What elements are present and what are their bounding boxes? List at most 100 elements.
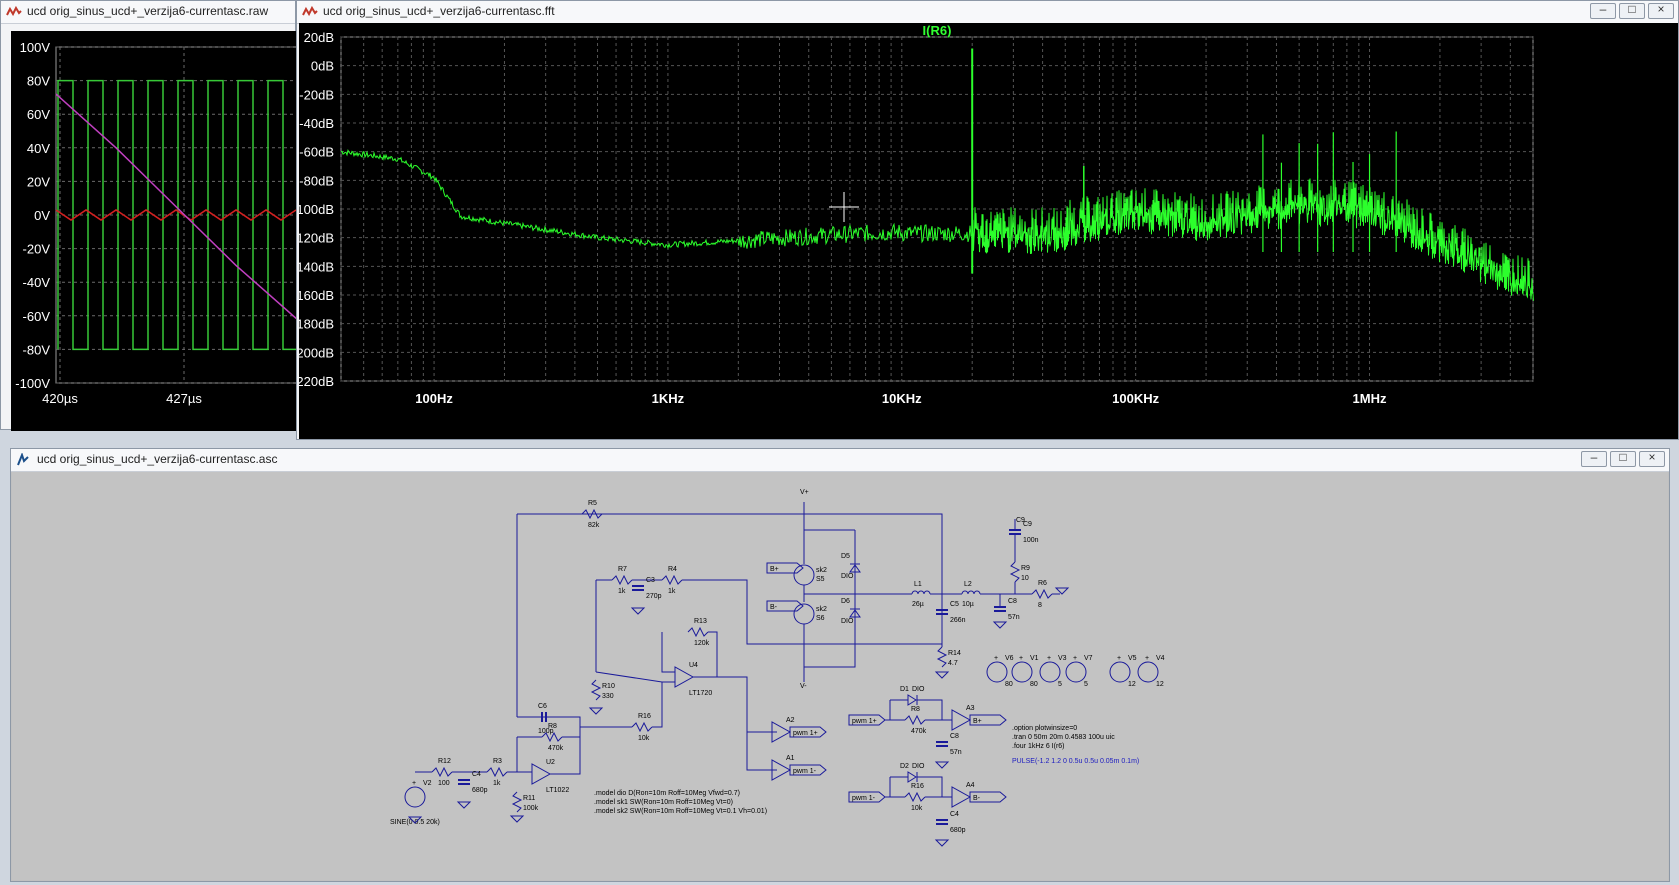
component-value: 470k [911,728,927,735]
component-value: LT1022 [546,787,569,794]
maximize-button[interactable]: □ [1619,2,1645,19]
resistor [486,766,508,778]
spice-directive: .model dio D(Ron=10m Roff=10Meg Vfwd=0.7… [594,790,740,797]
component-value: 80 [1030,681,1038,688]
component-ref: S5 [816,576,825,583]
component-ref: R13 [694,618,707,625]
fft-x-tick-label: 1KHz [652,391,685,406]
fft-plot[interactable]: 20dB0dB-20dB-40dB-60dB-80dB-100dB-120dB-… [292,23,1678,439]
component-ref: R8 [911,706,920,713]
diode [907,771,917,783]
resistor [511,791,523,813]
raw-x-tick-label: 420µs [42,391,78,406]
component-value: sk2 [816,606,827,613]
component-value: 470k [548,745,564,752]
component-value: 1k [493,780,501,787]
fft-y-tick-label: -80dB [299,173,334,188]
raw-y-tick-label: 60V [27,107,50,122]
component-ref: C9 [1023,521,1032,528]
raw-waveform-window[interactable]: ucd orig_sinus_ucd+_verzija6-currentasc.… [0,0,298,431]
wire [550,737,581,775]
inductor [923,590,931,595]
ground-symbol [992,621,1008,629]
schematic-window-titlebar[interactable]: ucd orig_sinus_ucd+_verzija6-currentasc.… [11,449,1669,472]
fft-window-titlebar[interactable]: ucd orig_sinus_ucd+_verzija6-currentasc.… [297,1,1678,24]
net-flag [969,714,1007,726]
raw-ramp-trace [55,93,298,320]
fft-y-tick-label: -60dB [299,145,334,160]
raw-y-tick-label: 20V [27,174,50,189]
fft-y-tick-label: -100dB [299,202,334,217]
component-ref: A3 [966,705,975,712]
component-value: 330 [602,693,614,700]
close-button[interactable]: × [1648,2,1674,19]
fft-y-tick-label: -120dB [299,231,334,246]
raw-plot[interactable]: 100V80V60V40V20V0V-20V-40V-60V-80V-100V4… [11,31,298,431]
component-ref: R12 [438,758,451,765]
component-ref: V3 [1058,655,1067,662]
switch [793,564,815,586]
component-ref: C9 [1016,517,1025,524]
raw-square-trace [57,79,297,351]
minimize-button[interactable]: – [1581,450,1607,467]
inductor [967,590,975,595]
component-value: 10 [1021,575,1029,582]
maximize-button[interactable]: □ [1610,450,1636,467]
component-ref: R16 [638,713,651,720]
comparator [951,786,972,808]
ground-symbol [934,671,950,679]
component-value: 10k [911,805,923,812]
comparator [531,763,552,785]
component-ref: R3 [493,758,502,765]
raw-y-tick-label: 100V [20,40,51,55]
resistor [936,646,948,668]
wire [517,716,581,737]
component-value: 10k [638,735,650,742]
fft-plot-frame: 20dB0dB-20dB-40dB-60dB-80dB-100dB-120dB-… [292,23,1678,439]
resistor [1031,588,1053,600]
fft-trace-label: I(R6) [923,23,952,38]
spice-option: .four 1kHz 6 I(r6) [1012,743,1065,750]
diode [849,609,861,618]
raw-y-tick-label: -40V [23,275,51,290]
raw-y-tick-label: -80V [23,342,51,357]
fft-y-tick-label: 20dB [304,30,334,45]
component-value: 10µ [962,601,974,608]
raw-y-tick-label: -20V [23,242,51,257]
source-polarity: + [1073,655,1077,662]
component-value: 100p [538,728,554,735]
minimize-button[interactable]: – [1590,2,1616,19]
component-ref: C8 [1008,598,1017,605]
fft-y-tick-label: -40dB [299,116,334,131]
net-flag [848,791,886,803]
component-value: 80 [1005,681,1013,688]
comparator [674,666,695,688]
net-label: pwm 1- [852,795,876,802]
wire [517,513,943,620]
net-label: B- [770,604,778,611]
voltage-source [1065,661,1087,683]
component-ref: V4 [1156,655,1165,662]
close-button[interactable]: × [1639,450,1665,467]
fft-y-tick-label: -180dB [299,317,334,332]
component-ref: R7 [618,566,627,573]
fft-window[interactable]: ucd orig_sinus_ucd+_verzija6-currentasc.… [292,0,1679,440]
fft-x-tick-label: 1MHz [1353,391,1387,406]
raw-window-title: ucd orig_sinus_ucd+_verzija6-currentasc.… [27,4,269,18]
inductor [911,590,919,595]
resistor [431,766,453,778]
net-label: B+ [770,566,779,573]
fft-y-tick-label: -160dB [299,288,334,303]
net-flag [789,726,827,738]
wire [708,631,718,677]
resistor [904,714,926,726]
schematic-window[interactable]: ucd orig_sinus_ucd+_verzija6-currentasc.… [10,448,1670,882]
waveform-icon [6,5,22,17]
component-ref: D2 [900,763,909,770]
source-polarity: + [1117,655,1121,662]
raw-window-titlebar[interactable]: ucd orig_sinus_ucd+_verzija6-currentasc.… [1,1,295,24]
schematic-drawing[interactable]: R582kR71kR41kC3270pR13120kU4LT1720R10330… [12,472,1668,880]
component-ref: R10 [602,683,615,690]
fft-trace [340,149,1534,301]
